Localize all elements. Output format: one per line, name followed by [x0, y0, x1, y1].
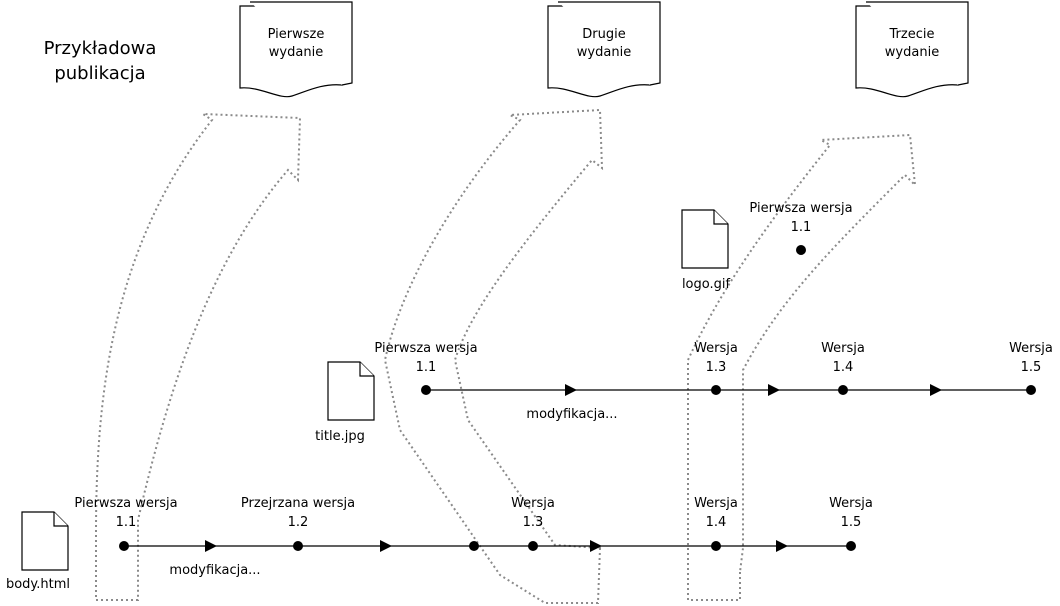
file-label-body-html: body.html	[6, 577, 70, 592]
release-arrow-3	[687, 133, 917, 601]
release-doc-2: Drugie wydanie	[547, 1, 661, 98]
diagram-title-line1: Przykładowa	[44, 38, 157, 59]
body-version-2-line1: Przejrzana wersja	[241, 496, 355, 511]
body-edge-label: modyfikacja...	[169, 563, 260, 578]
logo-version-line2: 1.1	[791, 220, 812, 235]
title-version-4-line2: 1.5	[1021, 360, 1042, 375]
body-timeline: Pierwsza wersja 1.1 Przejrzana wersja 1.…	[74, 496, 872, 578]
release-3-line1: Trzecie	[889, 27, 935, 42]
body-version-4-line2: 1.4	[706, 515, 727, 530]
release-2-line1: Drugie	[582, 27, 625, 42]
file-icon-title-jpg: title.jpg	[315, 361, 375, 444]
release-1-line2: wydanie	[269, 45, 323, 60]
body-version-4-line1: Wersja	[694, 496, 738, 511]
release-3-line2: wydanie	[885, 45, 939, 60]
body-version-2-line2: 1.2	[288, 515, 309, 530]
title-version-4-line1: Wersja	[1009, 341, 1053, 356]
logo-version-line1: Pierwsza wersja	[749, 201, 852, 216]
release-arrow-2	[383, 108, 604, 604]
body-version-3-line1: Wersja	[511, 496, 555, 511]
diagram-title-line2: publikacja	[54, 63, 145, 84]
title-version-2-line1: Wersja	[694, 341, 738, 356]
file-label-title-jpg: title.jpg	[315, 429, 365, 444]
body-version-5-line1: Wersja	[829, 496, 873, 511]
title-timeline: Pierwsza wersja 1.1 Wersja 1.3 Wersja 1.…	[374, 341, 1052, 422]
body-version-5-line2: 1.5	[841, 515, 862, 530]
title-version-2-line2: 1.3	[706, 360, 727, 375]
file-icon-logo-gif: logo.gif	[681, 209, 731, 292]
body-version-1-line1: Pierwsza wersja	[74, 496, 177, 511]
release-1-line1: Pierwsze	[268, 27, 325, 42]
title-version-1-line1: Pierwsza wersja	[374, 341, 477, 356]
file-label-logo-gif: logo.gif	[682, 277, 731, 292]
file-icon-body-html: body.html	[6, 511, 70, 592]
release-doc-3: Trzecie wydanie	[855, 1, 969, 98]
title-version-1-line2: 1.1	[416, 360, 437, 375]
release-2-line2: wydanie	[577, 45, 631, 60]
title-version-3-line1: Wersja	[821, 341, 865, 356]
title-version-3-line2: 1.4	[833, 360, 854, 375]
logo-version: Pierwsza wersja 1.1	[749, 201, 853, 255]
title-edge-label: modyfikacja...	[526, 407, 617, 422]
release-doc-1: Pierwsze wydanie	[239, 1, 353, 98]
body-version-1-line2: 1.1	[116, 515, 137, 530]
body-version-3-line2: 1.3	[523, 515, 544, 530]
